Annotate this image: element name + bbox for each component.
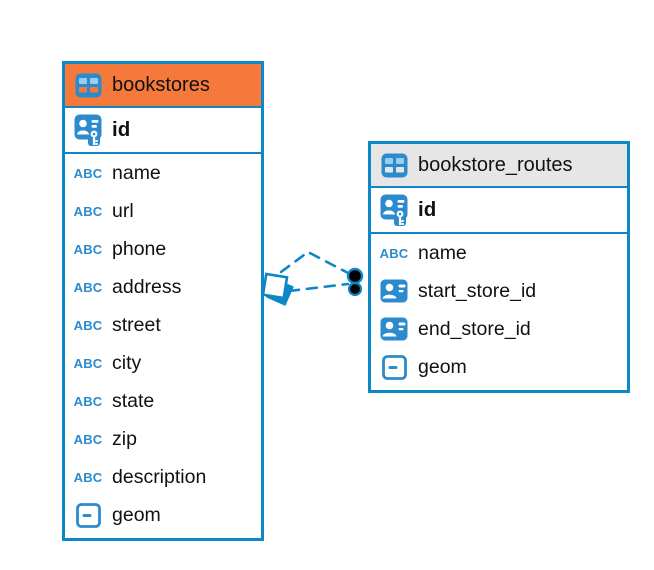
text-type-icon: ABC [73,241,103,257]
column-geom[interactable]: geom [65,496,261,534]
text-type-icon: ABC [73,469,103,485]
column-state[interactable]: ABC state [65,382,261,420]
table-icon [73,73,103,98]
column-label: zip [112,427,137,450]
text-type-icon: ABC [379,245,409,261]
column-label: end_store_id [418,317,531,340]
geometry-type-icon [379,354,409,380]
table-header[interactable]: bookstore_routes [371,144,627,188]
column-label: id [112,118,131,141]
column-street[interactable]: ABC street [65,306,261,344]
column-city[interactable]: ABC city [65,344,261,382]
text-type-icon: ABC [73,203,103,219]
column-phone[interactable]: ABC phone [65,230,261,268]
ref-id-icon [379,317,409,341]
text-type-icon: ABC [73,279,103,295]
column-label: geom [112,503,161,526]
table-title: bookstore_routes [418,153,573,176]
column-description[interactable]: ABC description [65,458,261,496]
relationship-source-marker[interactable] [261,272,294,306]
column-url[interactable]: ABC url [65,192,261,230]
column-label: state [112,389,155,412]
column-name[interactable]: ABC name [65,154,261,192]
column-label: id [418,198,437,221]
column-label: name [112,161,161,184]
column-label: city [112,351,142,374]
text-type-icon: ABC [73,317,103,333]
column-id[interactable]: id [65,108,261,154]
column-zip[interactable]: ABC zip [65,420,261,458]
relationship-line-1[interactable] [279,250,352,276]
column-label: geom [418,355,467,378]
column-label: description [112,465,207,488]
table-icon [379,153,409,178]
table-title: bookstores [112,73,210,96]
text-type-icon: ABC [73,393,103,409]
column-label: street [112,313,161,336]
relationship-line-2[interactable] [287,282,350,293]
column-label: name [418,241,467,264]
column-label: phone [112,237,167,260]
column-id[interactable]: id [371,188,627,234]
relationship-target-marker[interactable] [346,267,364,297]
geometry-type-icon [73,502,103,528]
table-header[interactable]: bookstores [65,64,261,108]
column-label: start_store_id [418,279,537,302]
column-end_store_id[interactable]: end_store_id [371,310,627,348]
text-type-icon: ABC [73,431,103,447]
column-geom[interactable]: geom [371,348,627,386]
column-label: address [112,275,182,298]
primary-key-icon [73,114,103,147]
column-name[interactable]: ABC name [371,234,627,272]
text-type-icon: ABC [73,165,103,181]
ref-id-icon [379,279,409,303]
column-address[interactable]: ABC address [65,268,261,306]
column-start_store_id[interactable]: start_store_id [371,272,627,310]
column-label: url [112,199,134,222]
text-type-icon: ABC [73,355,103,371]
primary-key-icon [379,194,409,227]
